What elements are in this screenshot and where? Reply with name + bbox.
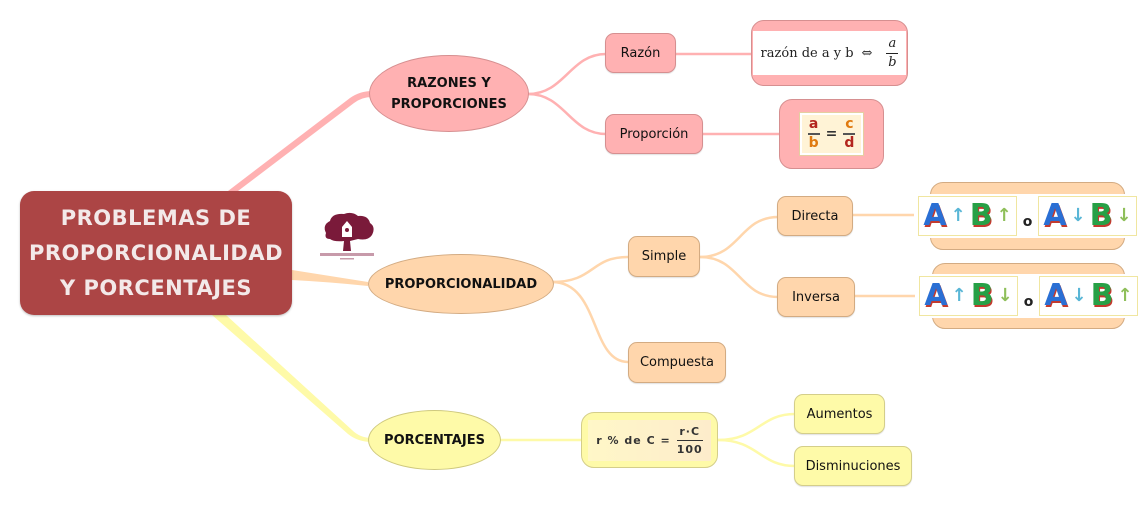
branch-razones-proporciones[interactable]: RAZONES Y PROPORCIONES: [369, 55, 529, 132]
pattern-a-up-b-down: A ↑ B ↓: [919, 276, 1018, 316]
link-formula-aumentos: [717, 412, 796, 442]
disminuciones-label: Disminuciones: [805, 458, 901, 474]
porcentajes-label: PORCENTAJES: [384, 432, 485, 448]
node-razon[interactable]: Razón: [605, 33, 676, 73]
directa-label: Directa: [791, 208, 839, 224]
porcentaje-formula: r % de C = r·C 100: [588, 419, 711, 461]
letter-a: A: [923, 198, 947, 233]
arrow-down-icon: ↓: [1070, 205, 1086, 226]
pattern-a-down-b-down: A ↓ B ↓: [1038, 196, 1137, 236]
letter-a: A: [1044, 278, 1068, 313]
compuesta-label: Compuesta: [639, 355, 715, 370]
branch-proporcionalidad[interactable]: PROPORCIONALIDAD: [368, 254, 554, 314]
central-title-line-1: PROBLEMAS DE: [60, 205, 252, 230]
arrow-down-icon: ↓: [997, 285, 1013, 306]
node-compuesta[interactable]: Compuesta: [628, 342, 726, 383]
fraction-c-d: c d: [843, 116, 856, 151]
central-title-line-3: Y PORCENTAJES: [59, 275, 252, 300]
link-simple-directa: [699, 215, 779, 259]
letter-b: B: [970, 278, 994, 313]
fraction-denominator: b: [888, 54, 897, 70]
link-central-razones: [220, 91, 372, 191]
arrow-up-icon: ↑: [950, 205, 966, 226]
arrow-down-icon: ↓: [1071, 285, 1087, 306]
pct-numerator: r·C: [679, 424, 701, 438]
denominator-b: b: [808, 135, 819, 151]
link-razones-proporcion: [527, 92, 607, 136]
arrow-up-icon: ↑: [996, 205, 1012, 226]
directa-pattern-box[interactable]: A ↑ B ↑ o A ↓ B ↓: [914, 182, 1141, 250]
link-proporcionalidad-simple: [551, 255, 629, 284]
iff-symbol: ⇔: [861, 45, 873, 61]
node-disminuciones[interactable]: Disminuciones: [794, 446, 912, 486]
tree-icon: [320, 212, 374, 260]
node-proporcion[interactable]: Proporción: [605, 114, 703, 154]
inversa-pattern-box[interactable]: A ↑ B ↓ o A ↓ B ↑: [915, 263, 1142, 329]
razon-fraction: a b: [886, 35, 899, 71]
letter-b: B: [969, 198, 993, 233]
razones-label-line-1: RAZONES Y: [407, 75, 491, 91]
razon-formula-box[interactable]: razón de a y b ⇔ a b: [751, 20, 908, 86]
fraction-a-b: a b: [807, 116, 820, 151]
pct-formula-lhs: r % de C =: [596, 433, 671, 447]
link-simple-inversa: [699, 255, 779, 299]
denominator-d: d: [844, 135, 855, 151]
numerator-a: a: [808, 116, 819, 132]
node-inversa[interactable]: Inversa: [777, 277, 855, 317]
directa-patterns: A ↑ B ↑ o A ↓ B ↓: [914, 194, 1141, 238]
arrow-down-icon: ↓: [1116, 205, 1132, 226]
razon-formula-text: razón de a y b: [760, 45, 854, 61]
simple-label: Simple: [641, 249, 687, 264]
link-central-porcentajes: [212, 315, 372, 442]
link-formula-disminuciones: [717, 438, 796, 468]
inversa-label: Inversa: [792, 289, 840, 305]
inversa-patterns: A ↑ B ↓ o A ↓ B ↑: [915, 274, 1142, 318]
letter-b: B: [1089, 198, 1113, 233]
razones-label-line-2: PROPORCIONES: [391, 96, 507, 112]
porcentaje-formula-box[interactable]: r % de C = r·C 100: [581, 412, 718, 468]
razon-formula: razón de a y b ⇔ a b: [752, 31, 907, 75]
central-title-line-2: PROPORCIONALIDAD: [28, 240, 284, 265]
node-aumentos[interactable]: Aumentos: [794, 394, 885, 434]
central-topic[interactable]: PROBLEMAS DE PROPORCIONALIDAD Y PORCENTA…: [20, 191, 292, 315]
letter-b: B: [1090, 278, 1114, 313]
separator-o: o: [1023, 294, 1034, 310]
letter-a: A: [1043, 198, 1067, 233]
arrow-up-icon: ↑: [951, 285, 967, 306]
arrow-up-icon: ↑: [1117, 285, 1133, 306]
link-central-proporcionalidad: [292, 270, 368, 286]
aumentos-label: Aumentos: [806, 406, 873, 422]
proporcion-formula-box[interactable]: a b = c d: [779, 99, 884, 169]
fraction-numerator: a: [888, 35, 897, 51]
letter-a: A: [924, 278, 948, 313]
proporcionalidad-label: PROPORCIONALIDAD: [384, 276, 538, 292]
equals-sign: =: [825, 126, 838, 142]
separator-o: o: [1022, 214, 1033, 230]
node-directa[interactable]: Directa: [777, 196, 853, 236]
pattern-a-up-b-up: A ↑ B ↑: [918, 196, 1017, 236]
numerator-c: c: [845, 116, 854, 132]
pct-denominator: 100: [676, 442, 703, 456]
razon-label: Razón: [620, 45, 661, 61]
pattern-a-down-b-up: A ↓ B ↑: [1039, 276, 1138, 316]
node-simple[interactable]: Simple: [628, 236, 700, 277]
branch-porcentajes[interactable]: PORCENTAJES: [368, 410, 501, 470]
link-proporcionalidad-compuesta: [551, 280, 629, 364]
school-logo: [318, 211, 376, 261]
proporcion-label: Proporción: [619, 126, 689, 142]
pct-fraction: r·C 100: [676, 424, 703, 457]
link-razones-razon: [527, 52, 607, 96]
proporcion-formula: a b = c d: [798, 112, 865, 156]
